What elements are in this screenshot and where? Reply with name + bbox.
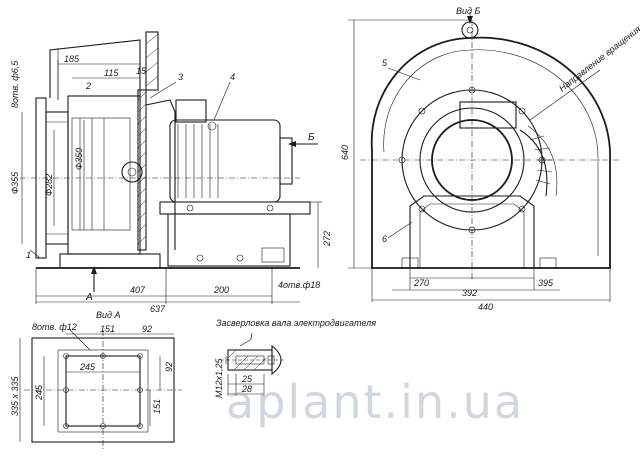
lifting-lug <box>461 21 479 39</box>
flange-holes <box>63 353 143 429</box>
side-view <box>20 31 322 304</box>
terminal-box <box>175 99 207 123</box>
label-holes-bottom: 4отв.ф18 <box>278 280 320 290</box>
motor-end-cap <box>279 137 293 185</box>
view-a-text: Вид А 8отв. ф12 151 92 92 245 245 335 x … <box>10 310 174 416</box>
label-28: 28 <box>241 384 252 394</box>
shaft-detail-text: Засверловка вала электродвигателя I М12х… <box>214 318 376 398</box>
motor-terminal-front <box>459 101 517 129</box>
view-a <box>19 329 182 450</box>
label-407: 407 <box>130 285 146 295</box>
label-15: 15 <box>136 66 147 76</box>
side-view-text: 185 115 2 15 3 4 8отв. ф6,5 Ф355 Ф282 Ф3… <box>10 54 332 314</box>
label-272: 272 <box>322 231 332 247</box>
impeller-hub <box>121 161 143 183</box>
label-4: 4 <box>230 72 235 82</box>
back-plate-hatch <box>137 91 147 245</box>
shaft-detail <box>220 339 286 396</box>
motor-bracket <box>145 99 176 250</box>
label-640: 640 <box>340 145 350 160</box>
label-arrow-b: Б <box>308 132 315 143</box>
casing-top <box>49 39 141 102</box>
front-view <box>348 12 620 302</box>
label-92b: 92 <box>164 362 174 372</box>
label-25: 25 <box>241 374 253 384</box>
label-5: 5 <box>382 58 388 68</box>
label-440: 440 <box>478 302 493 312</box>
shaft-end-cap <box>271 344 282 376</box>
watermark: aplant.in.ua <box>226 375 524 429</box>
label-395: 395 <box>538 278 554 288</box>
label-185: 185 <box>64 54 80 64</box>
label-view-a: Вид А <box>96 310 121 320</box>
label-holes-a: 8отв. ф12 <box>32 322 77 332</box>
label-m12: М12х1,25 <box>214 357 224 398</box>
label-direction: Направление вращения <box>557 24 640 94</box>
label-245b: 245 <box>34 384 44 401</box>
label-arrow-a: A <box>85 292 93 303</box>
label-shaft-i: I <box>250 332 253 342</box>
label-1: 1 <box>26 250 31 260</box>
label-holes-top: 8отв. ф6,5 <box>10 60 20 108</box>
front-view-text: Вид Б Направление вращения 5 6 640 270 3… <box>340 6 640 312</box>
label-200: 200 <box>213 285 229 295</box>
label-151b: 151 <box>152 399 162 414</box>
label-270: 270 <box>413 278 429 288</box>
back-plate <box>137 89 147 251</box>
label-151: 151 <box>100 324 115 334</box>
label-d355: Ф355 <box>10 171 20 194</box>
label-view-b: Вид Б <box>456 6 480 16</box>
label-92: 92 <box>142 324 152 334</box>
electric-motor <box>169 119 281 203</box>
motor-base <box>167 213 291 267</box>
label-6: 6 <box>382 234 387 244</box>
label-115: 115 <box>104 68 119 78</box>
label-392: 392 <box>462 288 477 298</box>
label-637: 637 <box>150 304 166 314</box>
label-2: 2 <box>85 81 91 91</box>
label-3: 3 <box>178 72 183 82</box>
label-d282: Ф282 <box>44 174 54 196</box>
volute-casing <box>370 36 611 269</box>
label-245: 245 <box>79 362 96 372</box>
label-shaft-title-1: Засверловка вала электродвигателя <box>216 318 376 328</box>
label-335: 335 x 335 <box>10 375 20 416</box>
label-d350: Ф350 <box>74 148 84 170</box>
